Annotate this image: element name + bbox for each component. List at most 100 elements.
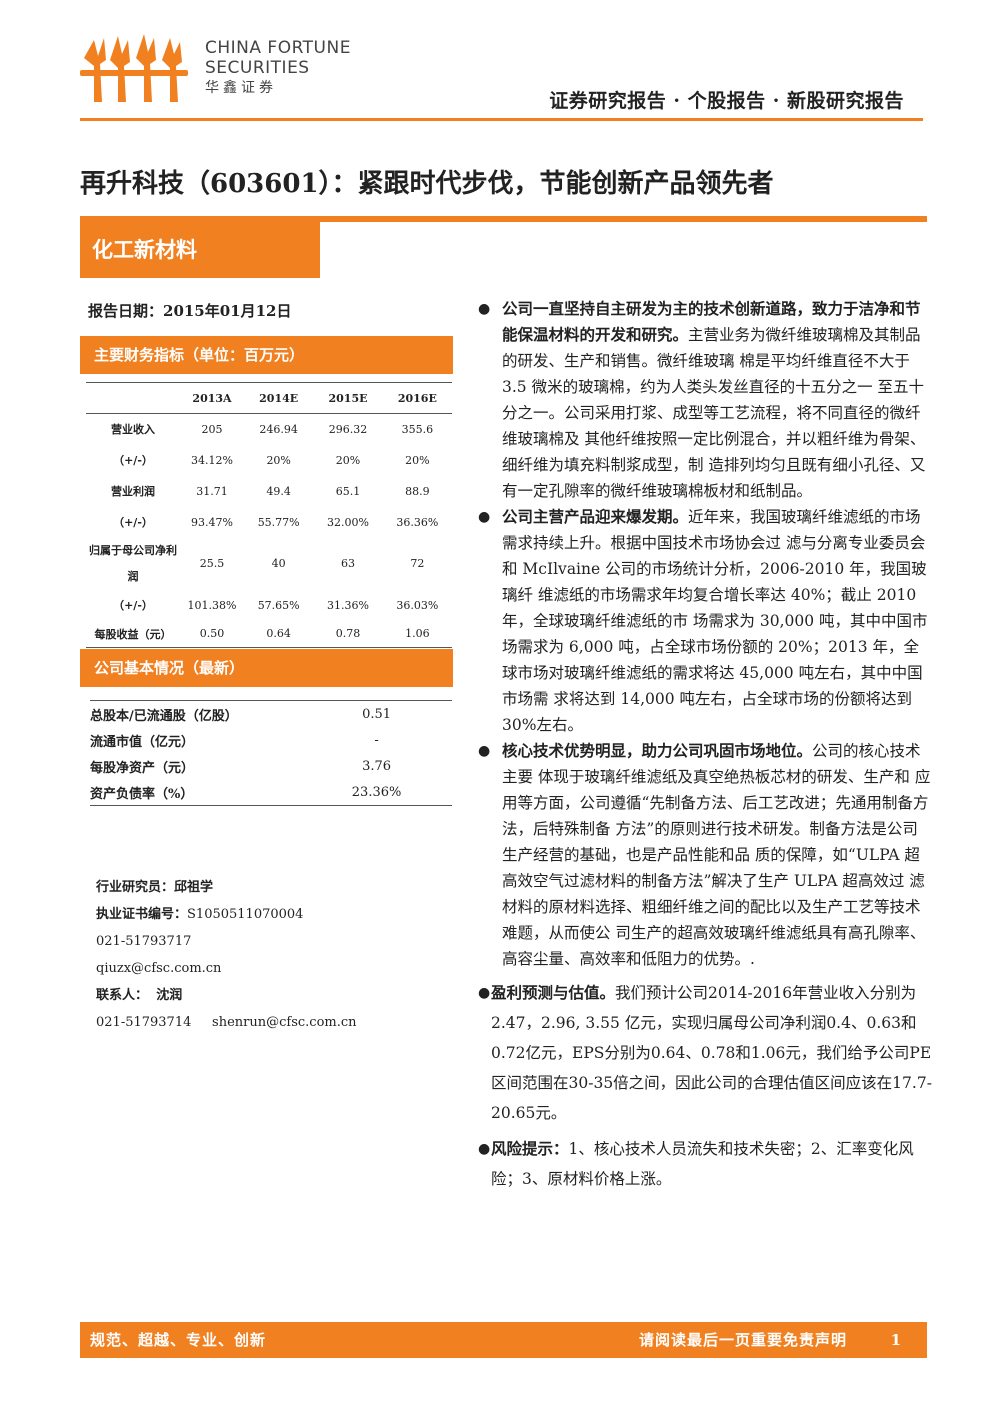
row-label: 归属于母公司净利润 bbox=[89, 543, 177, 583]
title-divider bbox=[80, 216, 927, 222]
brand-english-line2: SECURITIES bbox=[205, 58, 310, 78]
bullet-heading: 公司一直坚持自主研发为主的技术创新道路，致力于洁净和节能保温材料的开发和研究。 bbox=[502, 299, 921, 344]
bullet-body: 1、核心技术人员流失和技术失密；2、汇率变化风险；3、原材料价格上涨。 bbox=[491, 1140, 914, 1188]
summary-bullet: ● 盈利预测与估值。我们预计公司2014-2016年营业收入分别为2.47，2.… bbox=[478, 978, 933, 1128]
table-cell: 25.5 bbox=[199, 557, 225, 570]
report-type: 证券研究报告 · 个股报告 · 新股研究报告 bbox=[549, 90, 904, 112]
contact-phone: 021-51793714 bbox=[96, 1015, 192, 1030]
table-header-cell: 2016E bbox=[382, 382, 452, 414]
table-row: 每股净资产（元） 3.76 bbox=[90, 753, 452, 779]
table-row: （+/-） 101.38% 57.65% 31.36% 36.03% bbox=[86, 590, 452, 621]
table-cell: 34.12% bbox=[191, 453, 233, 467]
table-cell: 93.47% bbox=[191, 515, 233, 529]
table-row: 每股收益（元） 0.50 0.64 0.78 1.06 bbox=[86, 620, 452, 648]
bullet-icon: ● bbox=[478, 509, 491, 525]
table-cell: 31.71 bbox=[196, 484, 228, 498]
footer-disclaimer-note: 请阅读最后一页重要免责声明 bbox=[638, 1331, 847, 1349]
report-date: 报告日期：2015年01月12日 bbox=[88, 302, 292, 320]
bullet-icon: ● bbox=[478, 743, 491, 759]
brand-name: CHINA FORTUNE SECURITIES 华鑫证券 bbox=[205, 38, 351, 97]
table-cell: 36.03% bbox=[396, 598, 439, 612]
bullet-body: 主营业务为微纤维玻璃棉及其制品的研发、生产和销售。微纤维玻璃 棉是平均纤维直径不… bbox=[502, 326, 926, 500]
financials-heading: 主要财务指标（单位：百万元） bbox=[80, 336, 453, 374]
bullet-heading: 盈利预测与估值。 bbox=[491, 983, 616, 1002]
row-label: 每股净资产（元） bbox=[90, 760, 195, 776]
bullet-icon: ● bbox=[478, 1141, 491, 1157]
row-label: （+/-） bbox=[113, 516, 153, 529]
financials-table: 2013A 2014E 2015E 2016E 营业收入 205 246.94 … bbox=[86, 382, 452, 648]
table-cell: 40 bbox=[271, 557, 286, 570]
table-cell: 72 bbox=[410, 557, 425, 570]
table-header-cell: 2014E bbox=[244, 382, 314, 414]
table-cell: 3.76 bbox=[362, 758, 392, 774]
row-label: 流通市值（亿元） bbox=[90, 734, 195, 750]
table-cell: 101.38% bbox=[187, 598, 237, 612]
company-info-heading: 公司基本情况（最新） bbox=[80, 649, 453, 687]
bullet-icon: ● bbox=[478, 985, 491, 1001]
bullet-body: 公司的核心技术主要 体现于玻璃纤维滤纸及真空绝热板芯材的研发、生产和 应用等方面… bbox=[502, 742, 931, 968]
brand-english-line1: CHINA FORTUNE bbox=[205, 38, 351, 58]
researcher-label: 行业研究员： bbox=[96, 880, 175, 895]
researcher-email[interactable]: qiuzx@cfsc.com.cn bbox=[96, 961, 222, 976]
certificate-line: 执业证书编号：S1050511070004 bbox=[96, 901, 357, 928]
table-cell: 355.6 bbox=[401, 422, 434, 436]
table-header-row: 2013A 2014E 2015E 2016E bbox=[86, 382, 452, 414]
row-label: 营业利润 bbox=[111, 485, 155, 498]
table-cell: 205 bbox=[201, 422, 223, 436]
table-row: （+/-） 93.47% 55.77% 32.00% 36.36% bbox=[86, 507, 452, 538]
table-row: 归属于母公司净利润 25.5 40 63 72 bbox=[86, 538, 452, 590]
contact-label: 联系人： bbox=[96, 988, 149, 1003]
researcher-name: 邱祖学 bbox=[174, 880, 214, 895]
bullet-heading: 公司主营产品迎来爆发期。 bbox=[502, 507, 689, 526]
researcher-phone: 021-51793717 bbox=[96, 934, 192, 949]
contact-email[interactable]: shenrun@cfsc.com.cn bbox=[212, 1015, 357, 1030]
row-label: 营业收入 bbox=[111, 423, 155, 437]
table-header-cell bbox=[86, 382, 180, 414]
bullet-body: 近年来，我国玻璃纤维滤纸的市场需求持续上升。根据中国技术市场协会过 滤与分离专业… bbox=[502, 508, 928, 734]
summary-bullet: ● 公司主营产品迎来爆发期。近年来，我国玻璃纤维滤纸的市场需求持续上升。根据中国… bbox=[478, 504, 933, 738]
certificate-label: 执业证书编号： bbox=[96, 907, 188, 922]
table-row: 资产负债率（%） 23.36% bbox=[90, 779, 452, 806]
footer-slogan: 规范、超越、专业、创新 bbox=[90, 1331, 267, 1349]
contact-details: 021-51793714 shenrun@cfsc.com.cn bbox=[96, 1009, 357, 1036]
table-row: （+/-） 34.12% 20% 20% 20% bbox=[86, 445, 452, 476]
table-cell: 36.36% bbox=[396, 515, 439, 529]
row-label: 总股本/已流通股（亿股） bbox=[90, 700, 302, 727]
table-cell: 0.64 bbox=[244, 620, 314, 648]
bullet-icon: ● bbox=[478, 301, 491, 317]
page-footer: 规范、超越、专业、创新 请阅读最后一页重要免责声明 1 bbox=[80, 1322, 927, 1358]
row-label: 资产负债率（%） bbox=[90, 779, 302, 806]
table-row: 流通市值（亿元） - bbox=[90, 727, 452, 753]
summary-column: ● 公司一直坚持自主研发为主的技术创新道路，致力于洁净和节能保温材料的开发和研究… bbox=[478, 296, 933, 1194]
summary-bullet: ● 核心技术优势明显，助力公司巩固市场地位。公司的核心技术主要 体现于玻璃纤维滤… bbox=[478, 738, 933, 972]
company-logo bbox=[80, 34, 188, 102]
table-cell: - bbox=[374, 732, 379, 748]
table-row: 总股本/已流通股（亿股） 0.51 bbox=[90, 700, 452, 727]
row-label: 每股收益（元） bbox=[86, 620, 180, 648]
table-cell: 0.78 bbox=[313, 620, 383, 648]
table-cell: 55.77% bbox=[257, 515, 300, 529]
contact-name: 沈润 bbox=[156, 988, 183, 1003]
bullet-heading: 核心技术优势明显，助力公司巩固市场地位。 bbox=[502, 741, 813, 760]
row-label: （+/-） bbox=[113, 599, 153, 612]
table-cell: 49.4 bbox=[266, 484, 291, 498]
table-cell: 65.1 bbox=[335, 484, 361, 498]
table-row: 营业收入 205 246.94 296.32 355.6 bbox=[86, 414, 452, 445]
table-cell: 63 bbox=[340, 557, 355, 570]
bullet-body: 我们预计公司2014-2016年营业收入分别为2.47，2.96, 3.55 亿… bbox=[491, 984, 932, 1122]
table-header-cell: 2013A bbox=[180, 382, 244, 414]
header-divider bbox=[80, 118, 923, 121]
industry-label: 化工新材料 bbox=[80, 222, 320, 278]
row-label: （+/-） bbox=[113, 454, 153, 467]
bullet-heading: 风险提示： bbox=[491, 1139, 569, 1158]
company-info-table: 总股本/已流通股（亿股） 0.51 流通市值（亿元） - 每股净资产（元） 3.… bbox=[90, 700, 452, 806]
table-cell: 1.06 bbox=[382, 620, 452, 648]
table-cell: 57.65% bbox=[257, 598, 300, 612]
table-cell: 0.50 bbox=[180, 620, 244, 648]
table-cell: 20% bbox=[335, 453, 361, 467]
table-cell: 20% bbox=[405, 453, 430, 467]
brand-chinese: 华鑫证券 bbox=[205, 80, 277, 96]
table-cell: 20% bbox=[266, 453, 291, 467]
summary-bullet: ● 公司一直坚持自主研发为主的技术创新道路，致力于洁净和节能保温材料的开发和研究… bbox=[478, 296, 933, 504]
summary-bullet: ● 风险提示：1、核心技术人员流失和技术失密；2、汇率变化风险；3、原材料价格上… bbox=[478, 1134, 933, 1194]
